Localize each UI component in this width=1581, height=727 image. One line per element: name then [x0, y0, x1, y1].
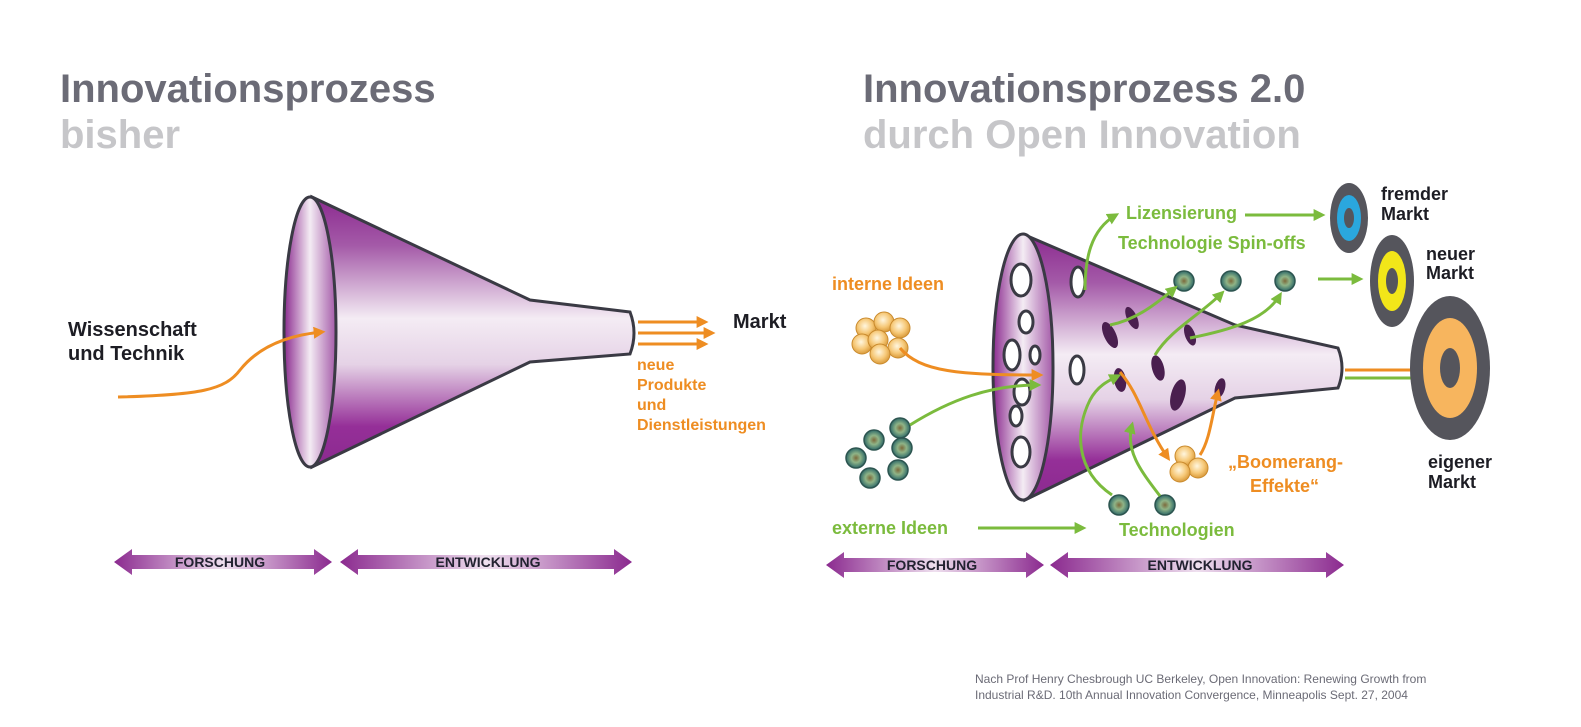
eigener-markt-label-1: eigener	[1428, 452, 1492, 472]
interne-ideen-label: interne Ideen	[832, 274, 944, 294]
input-label-line2: und Technik	[68, 343, 185, 365]
fremder-markt-label-2: Markt	[1381, 204, 1429, 224]
target-neuer-markt	[1370, 235, 1414, 327]
target-eigener-markt	[1410, 296, 1490, 440]
input-label-line1: Wissenschaft	[68, 319, 197, 341]
markt-label: Markt	[733, 311, 787, 333]
external-ideas-cluster	[846, 418, 912, 488]
lizensierung-label: Lizensierung	[1126, 203, 1237, 223]
target-fremder-markt	[1330, 183, 1368, 253]
left-phase-entwicklung-label: ENTWICKLUNG	[436, 554, 541, 570]
citation-line-1: Nach Prof Henry Chesbrough UC Berkeley, …	[975, 671, 1495, 687]
technology-balls	[1109, 495, 1175, 515]
spin-off-balls	[1174, 271, 1295, 291]
left-phase-forschung-label: FORSCHUNG	[175, 554, 265, 570]
internal-ideas-cluster	[852, 312, 910, 364]
eigener-markt-label-2: Markt	[1428, 472, 1476, 492]
output-arrows	[638, 322, 712, 344]
right-phase-entwicklung: ENTWICKLUNG	[1050, 552, 1344, 578]
right-phase-forschung-label: FORSCHUNG	[887, 557, 977, 573]
citation: Nach Prof Henry Chesbrough UC Berkeley, …	[975, 671, 1495, 703]
output-sub-3: und	[637, 397, 666, 414]
technologien-label: Technologien	[1119, 520, 1235, 540]
spinoffs-label: Technologie Spin-offs	[1118, 233, 1306, 253]
neuer-markt-label-1: neuer	[1426, 244, 1475, 264]
boomerang-label-2: Effekte“	[1250, 476, 1319, 496]
citation-line-2: Industrial R&D. 10th Annual Innovation C…	[975, 687, 1495, 703]
left-phase-entwicklung: ENTWICKLUNG	[340, 549, 632, 575]
externe-ideen-label: externe Ideen	[832, 518, 948, 538]
right-phase-forschung: FORSCHUNG	[826, 552, 1044, 578]
left-funnel	[284, 197, 634, 467]
right-phase-entwicklung-label: ENTWICKLUNG	[1148, 557, 1253, 573]
output-sub-2: Produkte	[637, 377, 706, 394]
boomerang-label-1: „Boomerang-	[1228, 452, 1343, 472]
neuer-markt-label-2: Markt	[1426, 263, 1474, 283]
fremder-markt-label-1: fremder	[1381, 184, 1448, 204]
output-sub-4: Dienstleistungen	[637, 417, 766, 434]
output-sub-1: neue	[637, 357, 674, 374]
left-phase-forschung: FORSCHUNG	[114, 549, 332, 575]
